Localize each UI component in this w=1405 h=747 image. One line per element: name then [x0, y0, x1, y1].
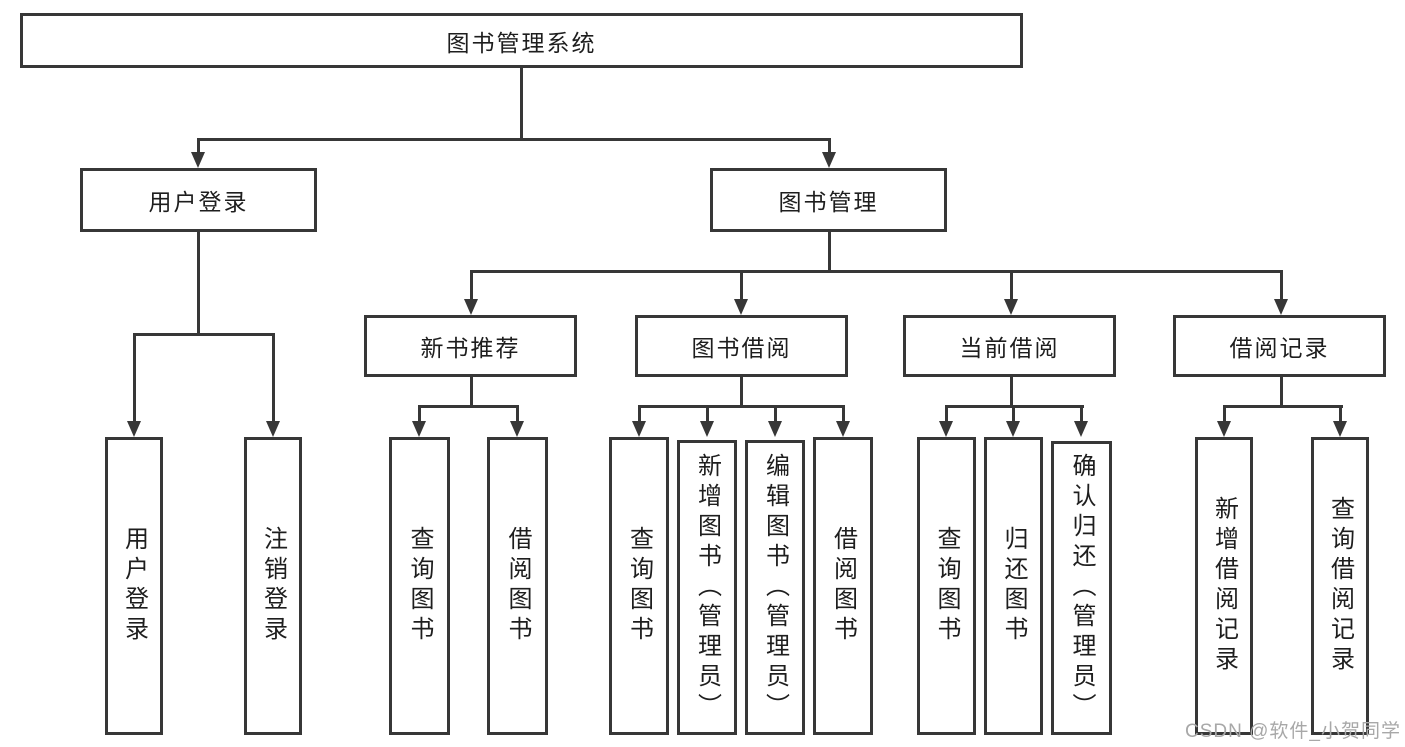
leaf-recommend-borrow-books: 借阅图书 [487, 437, 548, 735]
connector-l3-drop-2 [740, 270, 743, 299]
node-borrow-records: 借阅记录 [1173, 315, 1386, 377]
connector-s1-drop-2 [706, 405, 709, 421]
arrowhead-s2-return-books [1006, 421, 1020, 437]
node-root-label: 图书管理系统 [446, 29, 597, 56]
connector-l3-rail [470, 270, 1282, 273]
connector-drop-login [133, 333, 136, 421]
leaf-user-login: 用户登录 [105, 437, 163, 735]
connector-l2-rail [197, 138, 831, 141]
leaf-recommend-query-books: 查询图书 [389, 437, 450, 735]
node-book-management-label: 图书管理 [778, 189, 879, 215]
leaf-logout: 注销登录 [244, 437, 302, 735]
connector-s0-drop-2 [516, 405, 519, 421]
arrowhead-s3-query-record [1333, 421, 1347, 437]
arrowhead-s0-borrow-books [510, 421, 524, 437]
node-book-management: 图书管理 [710, 168, 947, 232]
connector-s2-stem [1010, 377, 1013, 405]
connector-l3-drop-4 [1280, 270, 1283, 299]
connector-s3-stem [1280, 377, 1283, 405]
arrowhead-s1-query-books [632, 421, 646, 437]
connector-l2-drop-left [197, 138, 200, 153]
leaf-borrow-borrow-books: 借阅图书 [813, 437, 873, 735]
arrowhead-s2-confirm-return [1074, 421, 1088, 437]
connector-l3-drop-1 [470, 270, 473, 299]
connector-s2-drop-1 [945, 405, 948, 421]
node-root: 图书管理系统 [20, 13, 1023, 68]
connector-l2-drop-right [828, 138, 831, 153]
connector-s3-rail [1223, 405, 1343, 408]
leaf-records-add-record: 新增借阅记录 [1195, 437, 1253, 735]
leaf-recommend-query-books-label: 查询图书 [406, 526, 433, 646]
node-new-book-recommend-label: 新书推荐 [420, 335, 521, 361]
connector-drop-logout [272, 333, 275, 421]
node-book-borrow: 图书借阅 [635, 315, 848, 377]
csdn-watermark: CSDN @软件_小贺同学 [1185, 721, 1401, 742]
connector-s2-drop-2 [1012, 405, 1015, 421]
leaf-current-query-books: 查询图书 [917, 437, 976, 735]
connector-user-login-rail [133, 333, 275, 336]
node-current-borrow-label: 当前借阅 [959, 335, 1060, 361]
leaf-borrow-edit-books: 编辑图书（管理员） [745, 440, 805, 735]
connector-s1-stem [740, 377, 743, 405]
leaf-current-confirm-return: 确认归还（管理员） [1051, 441, 1112, 735]
connector-user-login-stem [197, 232, 200, 335]
connector-s0-rail [418, 405, 519, 408]
node-new-book-recommend: 新书推荐 [364, 315, 577, 377]
connector-s1-drop-1 [638, 405, 641, 421]
leaf-borrow-borrow-books-label: 借阅图书 [829, 526, 857, 646]
connector-root-stem [520, 68, 523, 140]
node-current-borrow: 当前借阅 [903, 315, 1116, 377]
arrowhead-login [127, 421, 141, 437]
leaf-records-query-record: 查询借阅记录 [1311, 437, 1369, 735]
arrowhead-current-borrow [1004, 299, 1018, 315]
connector-s3-drop-1 [1223, 405, 1226, 421]
leaf-records-query-record-label: 查询借阅记录 [1326, 496, 1354, 676]
node-user-login-label: 用户登录 [148, 189, 249, 215]
leaf-current-query-books-label: 查询图书 [933, 526, 960, 646]
connector-s2-drop-3 [1080, 405, 1083, 421]
arrowhead-book-borrow [734, 299, 748, 315]
arrowhead-logout [266, 421, 280, 437]
arrowhead-s1-borrow-books [836, 421, 850, 437]
connector-s1-rail [638, 405, 845, 408]
leaf-borrow-add-books: 新增图书（管理员） [677, 440, 737, 735]
node-borrow-records-label: 借阅记录 [1229, 335, 1330, 361]
arrowhead-new-book-recommend [464, 299, 478, 315]
leaf-current-confirm-return-label: 确认归还（管理员） [1068, 453, 1095, 723]
leaf-recommend-borrow-books-label: 借阅图书 [504, 526, 531, 646]
leaf-current-return-books-label: 归还图书 [1000, 526, 1027, 646]
node-user-login: 用户登录 [80, 168, 317, 232]
leaf-logout-label: 注销登录 [259, 526, 287, 646]
connector-book-mgmt-stem [828, 232, 831, 272]
connector-s1-drop-3 [774, 405, 777, 421]
node-book-borrow-label: 图书借阅 [691, 335, 792, 361]
arrowhead-borrow-records [1274, 299, 1288, 315]
arrowhead-s3-add-record [1217, 421, 1231, 437]
arrowhead-s1-add-books [700, 421, 714, 437]
arrowhead-s2-query-books [939, 421, 953, 437]
arrowhead-book-management [822, 152, 836, 168]
arrowhead-user-login [191, 152, 205, 168]
connector-s0-stem [470, 377, 473, 405]
leaf-borrow-query-books-label: 查询图书 [625, 526, 653, 646]
arrowhead-s1-edit-books [768, 421, 782, 437]
leaf-current-return-books: 归还图书 [984, 437, 1043, 735]
connector-s1-drop-4 [842, 405, 845, 421]
leaf-user-login-label: 用户登录 [120, 526, 148, 646]
leaf-records-add-record-label: 新增借阅记录 [1210, 496, 1238, 676]
leaf-borrow-edit-books-label: 编辑图书（管理员） [761, 452, 789, 723]
connector-s0-drop-1 [418, 405, 421, 421]
connector-l3-drop-3 [1010, 270, 1013, 299]
leaf-borrow-add-books-label: 新增图书（管理员） [693, 452, 721, 723]
connector-s3-drop-2 [1339, 405, 1342, 421]
arrowhead-s0-query-books [412, 421, 426, 437]
leaf-borrow-query-books: 查询图书 [609, 437, 669, 735]
